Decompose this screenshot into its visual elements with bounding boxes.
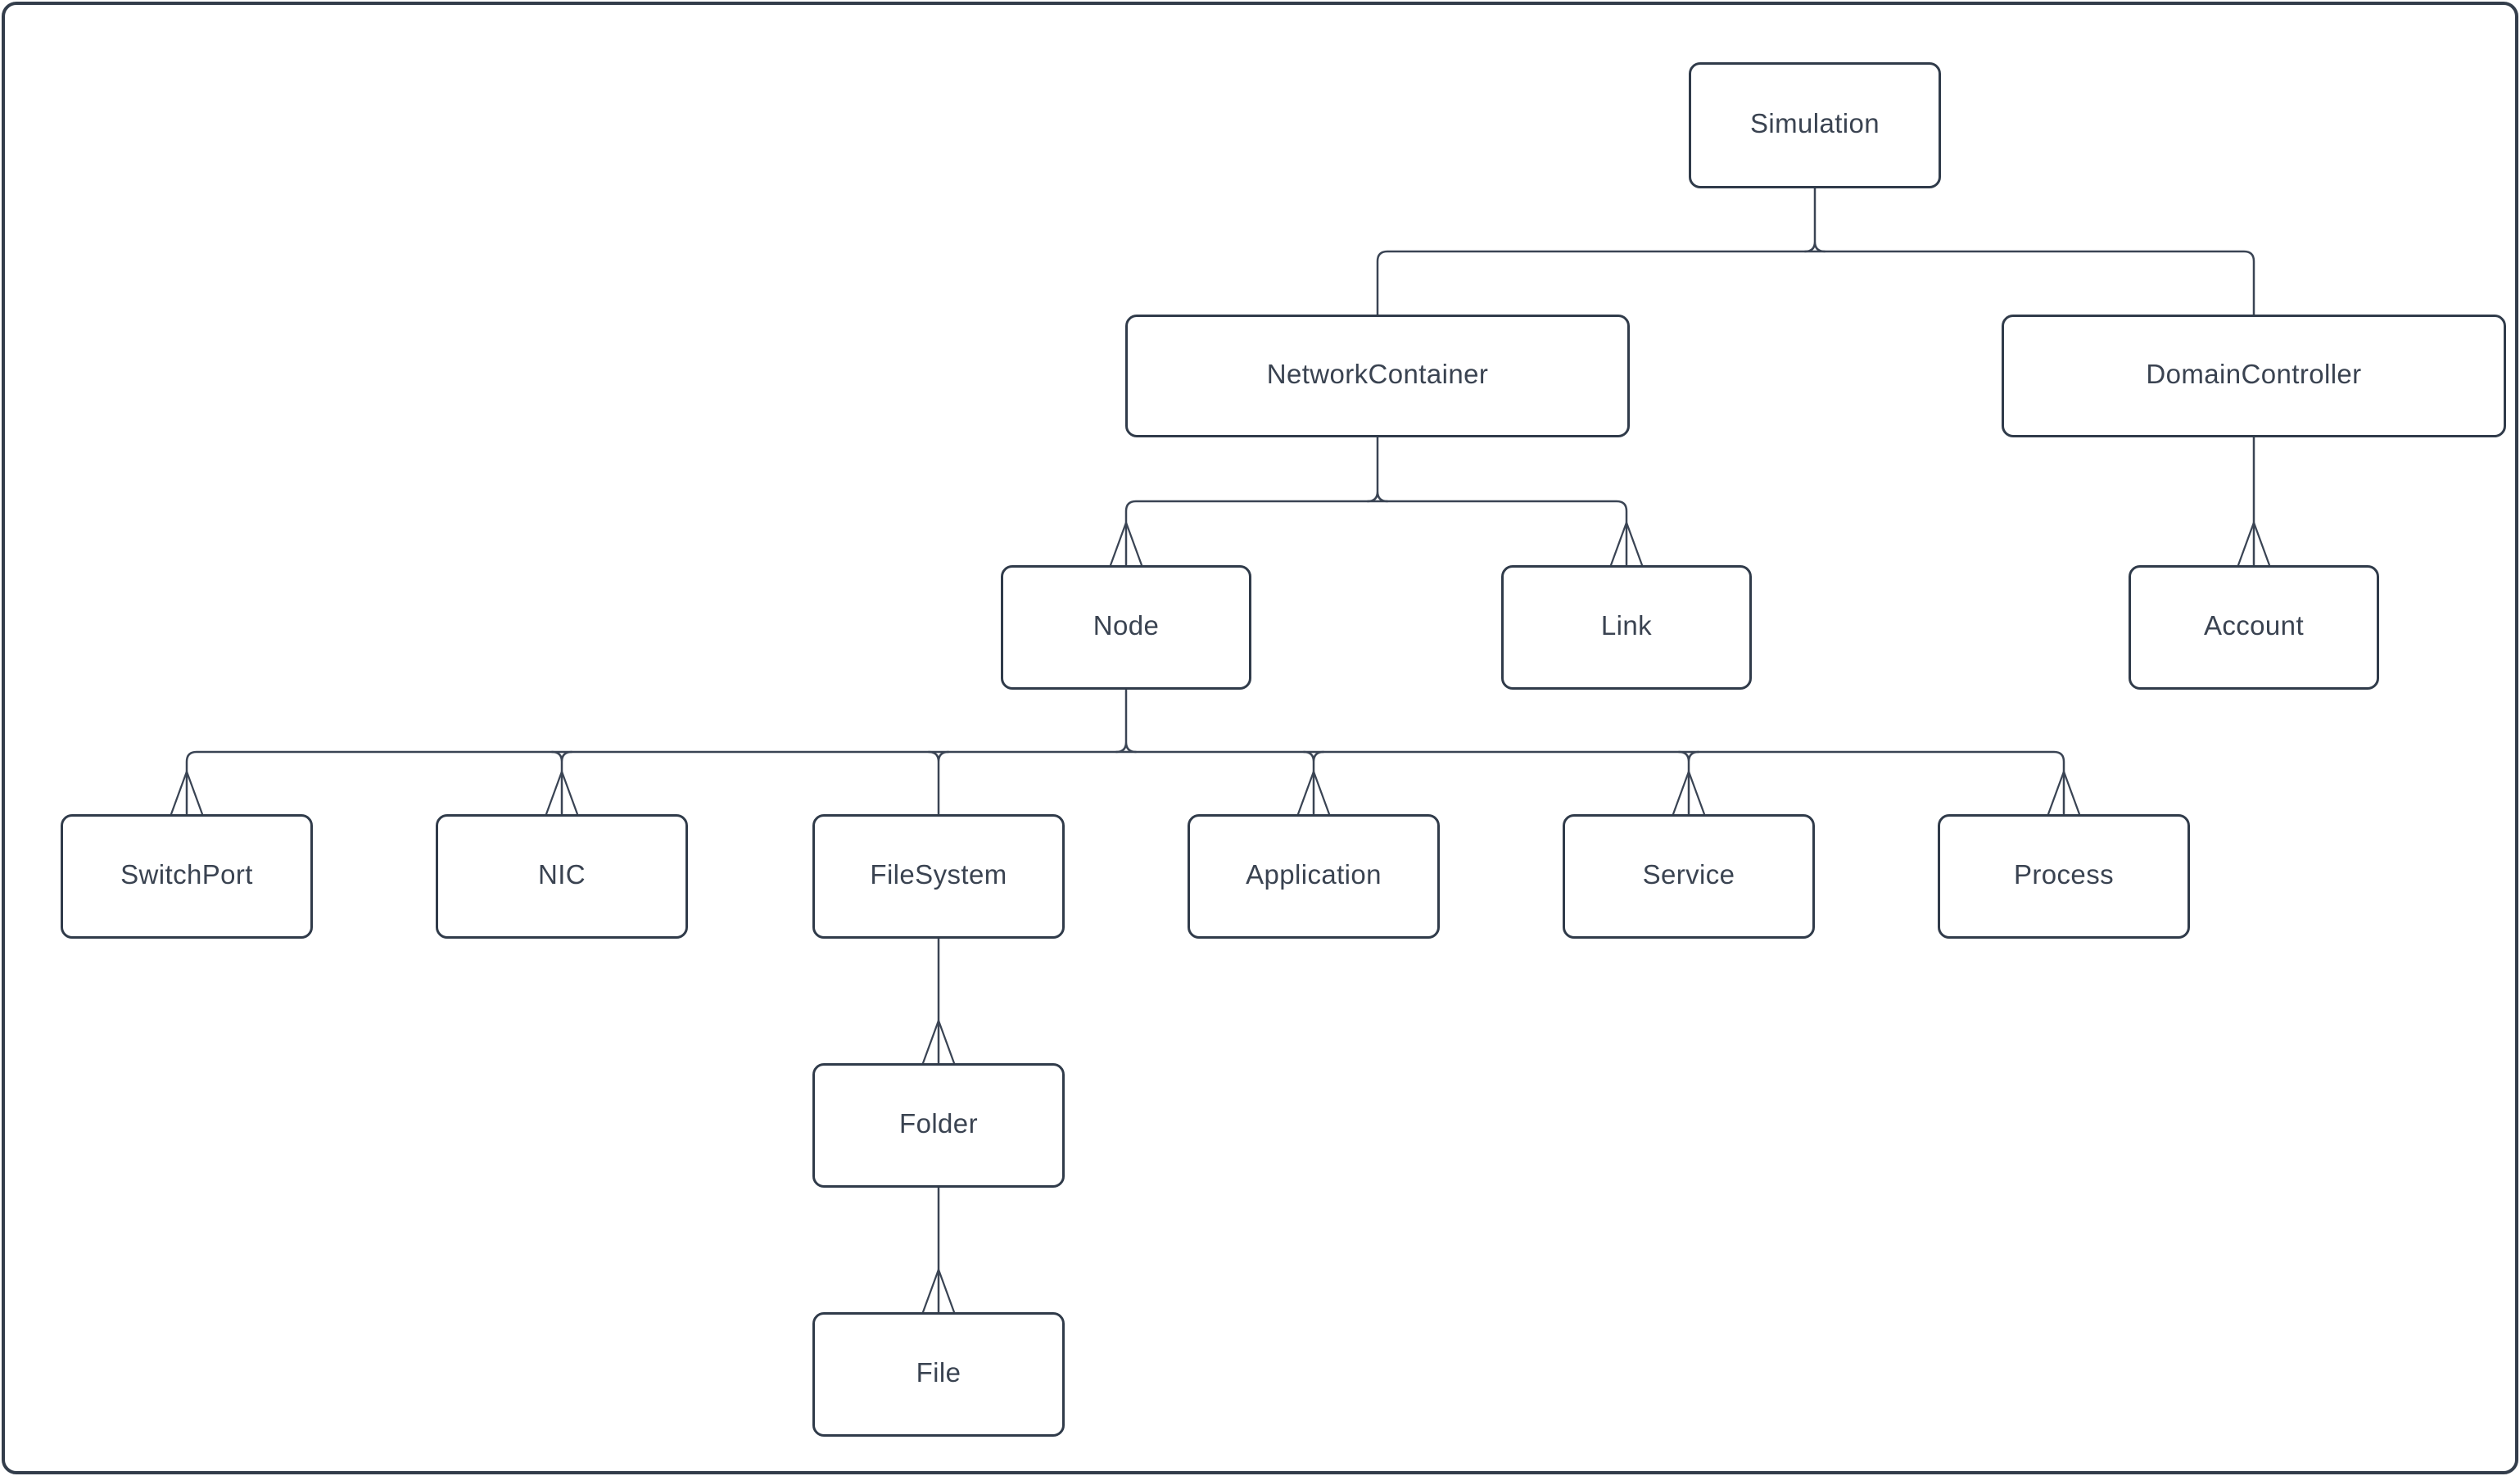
- node-node[interactable]: Node: [1001, 565, 1251, 690]
- node-node-label: Node: [1093, 610, 1160, 641]
- node-file[interactable]: File: [812, 1312, 1065, 1437]
- crowfoot-arrowhead-node: [1109, 519, 1143, 567]
- edge-drop-application: [1302, 750, 1325, 816]
- edge-node-bus: [185, 750, 2065, 816]
- node-link-label: Link: [1600, 610, 1653, 641]
- node-service-label: Service: [1642, 859, 1735, 890]
- node-process-label: Process: [2013, 859, 2114, 890]
- crowfoot-arrowhead-account: [2237, 519, 2271, 567]
- node-switchport[interactable]: SwitchPort: [61, 814, 313, 939]
- node-account[interactable]: Account: [2129, 565, 2379, 690]
- node-filesystem[interactable]: FileSystem: [812, 814, 1065, 939]
- node-application[interactable]: Application: [1188, 814, 1440, 939]
- crowfoot-arrowhead-nic: [545, 768, 579, 816]
- edge-drop-filesystem: [927, 750, 950, 816]
- edge-node-stem: [1115, 688, 1138, 754]
- crowfoot-arrowhead-process: [2047, 768, 2081, 816]
- edge-drop-nic: [550, 750, 573, 816]
- node-switchport-label: SwitchPort: [120, 859, 253, 890]
- edge-networkcontainer-bus: [1124, 500, 1628, 567]
- crowfoot-arrowhead-file: [921, 1266, 956, 1314]
- node-networkcontainer-label: NetworkContainer: [1266, 359, 1489, 389]
- node-simulation-label: Simulation: [1749, 108, 1880, 138]
- edge-drop-service: [1677, 750, 1700, 816]
- node-application-label: Application: [1246, 859, 1382, 890]
- node-folder[interactable]: Folder: [812, 1063, 1065, 1188]
- node-link[interactable]: Link: [1501, 565, 1752, 690]
- node-nic[interactable]: NIC: [436, 814, 688, 939]
- edge-simulation-stem: [1803, 187, 1826, 253]
- node-account-label: Account: [2203, 610, 2305, 641]
- node-domaincontroller-label: DomainController: [2146, 359, 2362, 389]
- crowfoot-arrowhead-application: [1296, 768, 1331, 816]
- node-process[interactable]: Process: [1938, 814, 2190, 939]
- edge-networkcontainer-stem: [1366, 436, 1389, 503]
- node-service[interactable]: Service: [1563, 814, 1815, 939]
- node-folder-label: Folder: [899, 1108, 978, 1139]
- crowfoot-arrowhead-switchport: [170, 768, 204, 816]
- crowfoot-arrowhead-service: [1672, 768, 1706, 816]
- node-filesystem-label: FileSystem: [870, 859, 1007, 890]
- crowfoot-arrowhead-folder: [921, 1017, 956, 1065]
- crowfoot-arrowhead-link: [1609, 519, 1644, 567]
- edge-simulation-bus: [1376, 250, 2255, 316]
- node-nic-label: NIC: [537, 859, 586, 890]
- node-networkcontainer[interactable]: NetworkContainer: [1125, 315, 1630, 437]
- node-simulation[interactable]: Simulation: [1689, 62, 1941, 188]
- node-domaincontroller[interactable]: DomainController: [2002, 315, 2506, 437]
- node-file-label: File: [916, 1357, 961, 1388]
